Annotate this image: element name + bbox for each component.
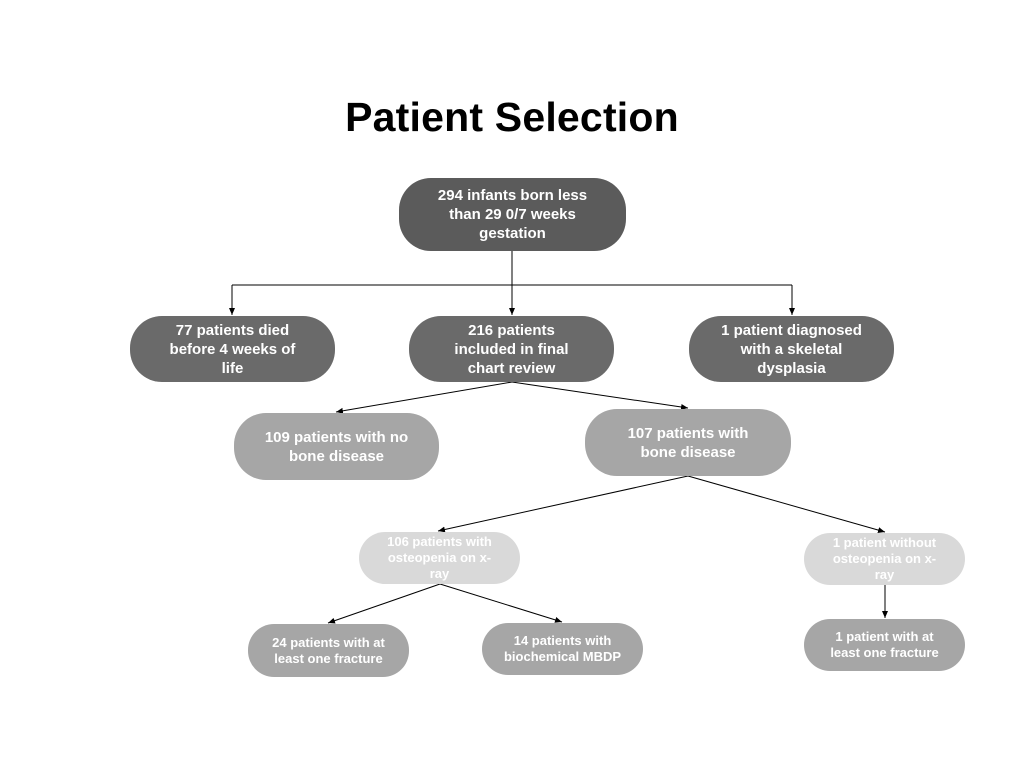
node-no-osteopenia-label: 1 patient without osteopenia on x- ray: [832, 535, 937, 582]
node-died-label: 77 patients died before 4 weeks of life: [169, 321, 296, 377]
node-osteopenia-label: 106 patients with osteopenia on x- ray: [387, 534, 492, 581]
node-root-label: 294 infants born less than 29 0/7 weeks …: [437, 187, 588, 242]
edge-osteopenia-to-fracture: [327, 583, 441, 624]
node-biochemical-mbdp: 14 patients with biochemical MBDP: [482, 623, 643, 675]
node-no-bone-label: 109 patients with no bone disease: [264, 428, 409, 465]
node-skeletal-dysplasia: 1 patient diagnosed with a skeletal dysp…: [689, 316, 894, 382]
node-fracture-24: 24 patients with at least one fracture: [248, 624, 409, 677]
node-root: 294 infants born less than 29 0/7 weeks …: [399, 178, 626, 251]
node-fracture-1-label: 1 patient with at least one fracture: [830, 629, 939, 660]
node-no-bone-disease: 109 patients with no bone disease: [234, 413, 439, 480]
node-bone-disease: 107 patients with bone disease: [585, 409, 791, 476]
edge-included-to-bone: [511, 381, 689, 410]
edge-bone-to-osteopenia: [437, 475, 689, 533]
node-no-osteopenia: 1 patient without osteopenia on x- ray: [804, 533, 965, 585]
edge-bone-to-no-osteopenia: [687, 475, 886, 533]
node-bone-label: 107 patients with bone disease: [627, 424, 749, 461]
node-osteopenia: 106 patients with osteopenia on x- ray: [359, 532, 520, 584]
edge-osteopenia-to-mbdp: [439, 583, 563, 623]
node-fracture-1: 1 patient with at least one fracture: [804, 619, 965, 671]
node-died-before-4-weeks: 77 patients died before 4 weeks of life: [130, 316, 335, 382]
diagram-title: Patient Selection: [345, 94, 679, 140]
node-included-chart-review: 216 patients included in final chart rev…: [409, 316, 614, 382]
node-skeletal-label: 1 patient diagnosed with a skeletal dysp…: [721, 321, 862, 377]
node-mbdp-label: 14 patients with biochemical MBDP: [503, 633, 622, 664]
edge-included-to-no-bone: [335, 381, 513, 414]
node-included-label: 216 patients included in final chart rev…: [454, 321, 569, 377]
node-fracture-24-label: 24 patients with at least one fracture: [272, 634, 385, 666]
